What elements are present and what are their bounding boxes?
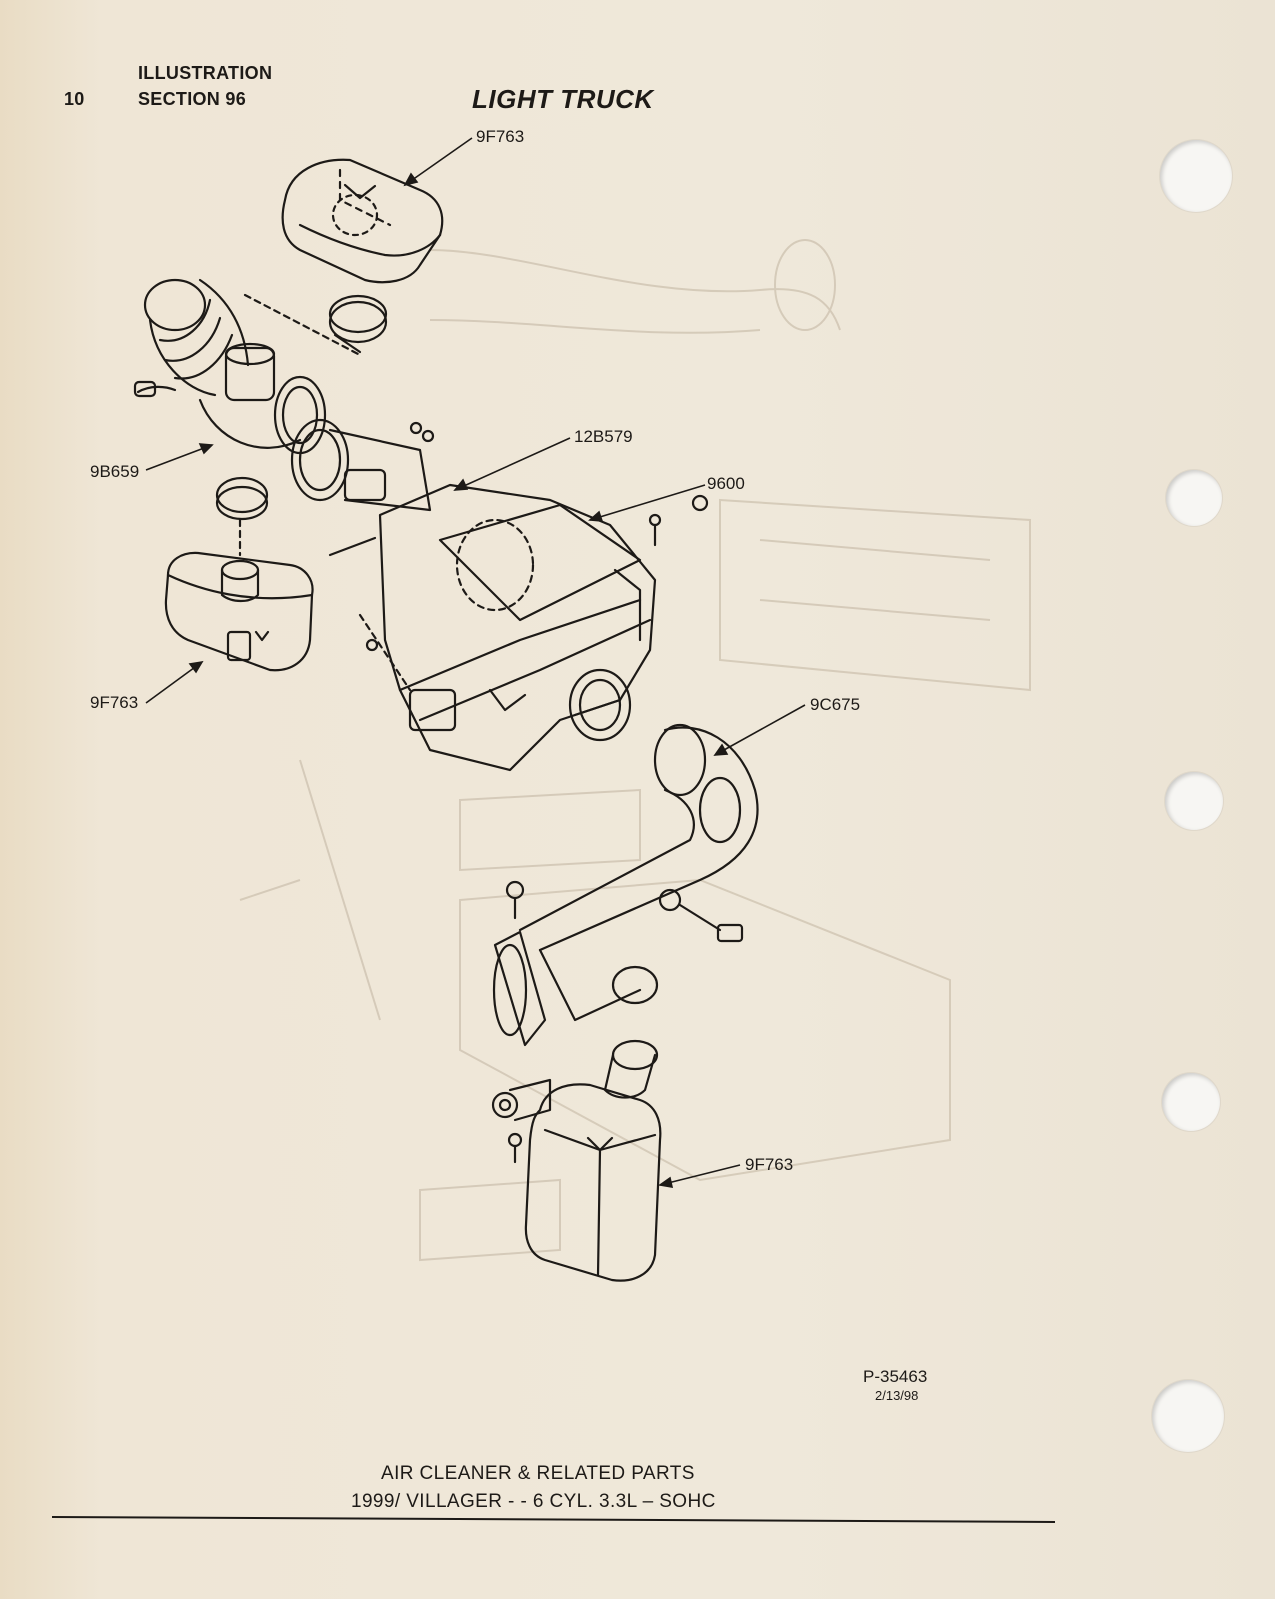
resonator-box [508, 1039, 662, 1282]
page-number: 10 [64, 89, 85, 109]
footer-rule [51, 1516, 1056, 1523]
lower-left-filter-box [164, 551, 314, 672]
mounting-bolts [365, 421, 709, 1164]
footer-vehicle: 1999/ VILLAGER - - 6 CYL. 3.3L – SOHC [351, 1491, 716, 1512]
dashed-leader [358, 613, 412, 692]
callout-lower-left-filter: 9F763 [90, 693, 139, 712]
callout-resonator: 9F763 [745, 1155, 794, 1174]
punch-hole [1162, 1073, 1220, 1131]
intake-duct [492, 723, 759, 1047]
callout-leaders [145, 137, 806, 1188]
upper-hose-clamp [328, 294, 388, 354]
punch-hole [1165, 772, 1223, 830]
inlet-tube [133, 278, 327, 455]
lower-hose-clamp [215, 476, 269, 521]
mass-airflow-sensor [290, 418, 432, 557]
footer-title: AIR CLEANER & RELATED PARTS [381, 1463, 695, 1484]
header-section-label: SECTION 96 [138, 89, 247, 109]
bleed-through-artwork [239, 239, 1031, 1262]
callout-duct: 9C675 [810, 695, 861, 714]
header-illustration-label: ILLUSTRATION [138, 63, 273, 83]
punch-hole [1160, 140, 1232, 212]
dashed-leader [243, 293, 362, 357]
callout-inlet-tube: 9B659 [90, 462, 140, 481]
page-title: LIGHT TRUCK [472, 84, 654, 114]
upper-filter-box [281, 158, 444, 284]
punch-hole [1152, 1380, 1224, 1452]
callout-sensor: 12B579 [574, 427, 633, 446]
callout-air-cleaner: 9600 [707, 474, 745, 493]
callout-upper-filter: 9F763 [476, 127, 525, 146]
illustration-number: P-35463 [863, 1367, 928, 1386]
punch-hole [1166, 470, 1222, 526]
air-cleaner-housing [378, 483, 657, 772]
illustration-date: 2/13/98 [875, 1388, 919, 1403]
parts-linework [133, 158, 759, 1282]
